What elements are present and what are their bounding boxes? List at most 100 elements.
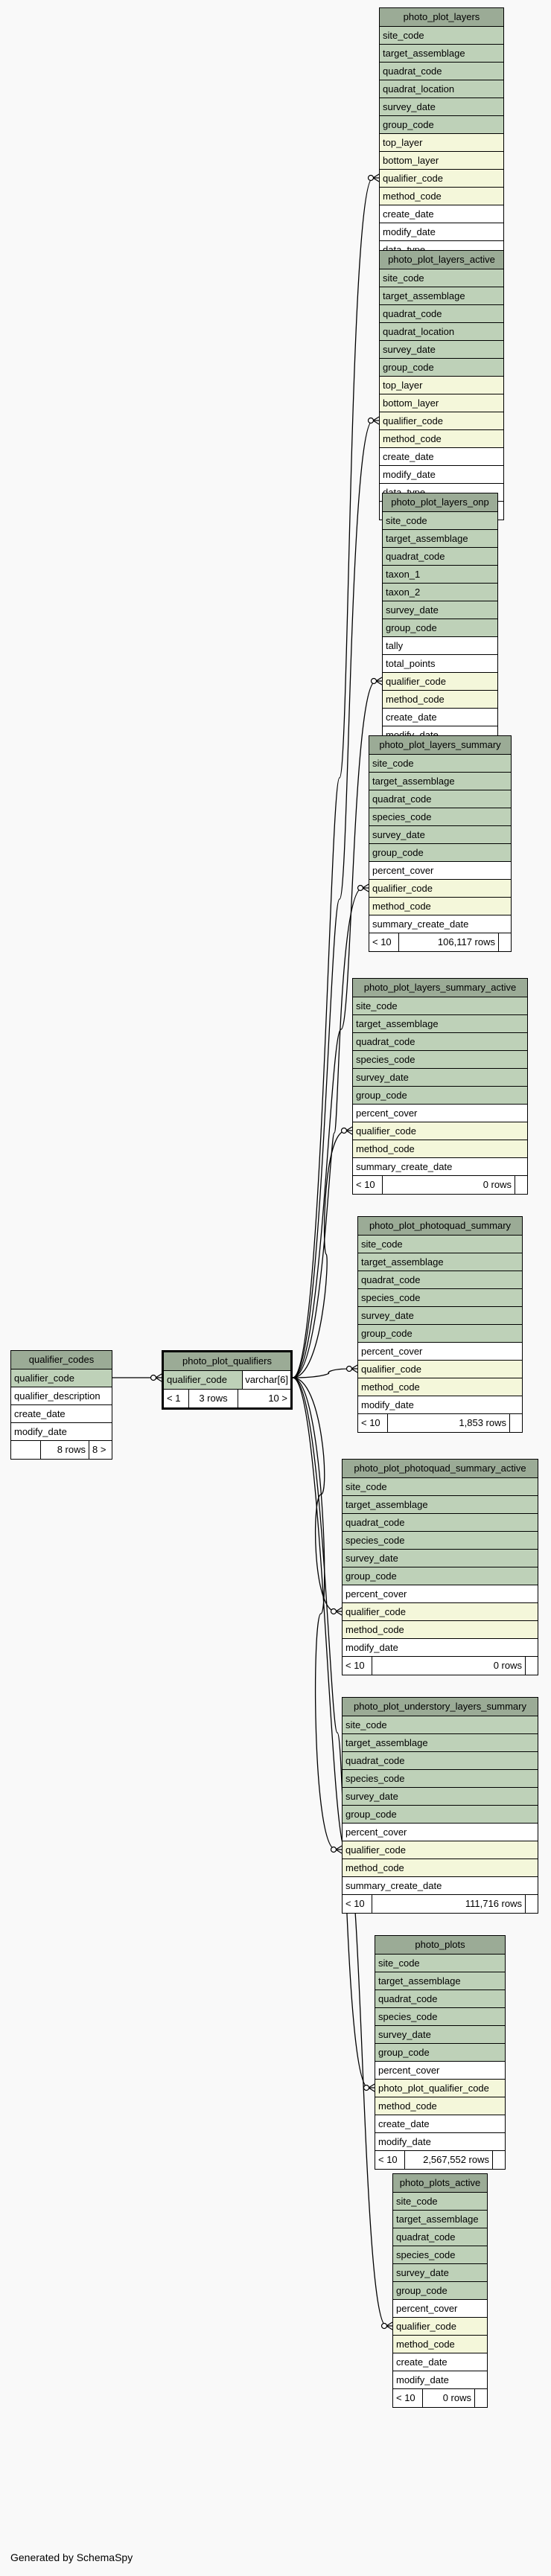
column-qualifier-code[interactable]: qualifier_code varchar[6] [164,1371,290,1390]
column-survey-date[interactable]: survey_date [369,826,511,844]
column-percent-cover[interactable]: percent_cover [353,1105,527,1122]
column-method-code[interactable]: method_code [380,430,503,448]
column-target-assemblage[interactable]: target_assemblage [383,530,497,548]
column-group-code[interactable]: group_code [358,1325,522,1343]
column-site-code[interactable]: site_code [343,1716,538,1734]
column-tally[interactable]: tally [383,637,497,655]
column-qualifier-description[interactable]: qualifier_description [11,1387,112,1405]
column-species-code[interactable]: species_code [375,2008,505,2026]
column-total-points[interactable]: total_points [383,655,497,673]
column-qualifier-code[interactable]: qualifier_code [380,170,503,188]
column-survey-date[interactable]: survey_date [358,1307,522,1325]
column-species-code[interactable]: species_code [353,1051,527,1069]
column-group-code[interactable]: group_code [369,844,511,862]
column-method-code[interactable]: method_code [383,691,497,709]
column-top-layer[interactable]: top_layer [380,134,503,152]
column-target-assemblage[interactable]: target_assemblage [353,1015,527,1033]
column-site-code[interactable]: site_code [380,27,503,45]
column-survey-date[interactable]: survey_date [393,2264,487,2282]
column-qualifier-code[interactable]: qualifier_code [358,1361,522,1378]
table-title[interactable]: photo_plot_layers_active [380,251,503,269]
column-summary-create-date[interactable]: summary_create_date [369,915,511,933]
column-method-code[interactable]: method_code [380,188,503,205]
table-title[interactable]: photo_plot_photoquad_summary [358,1217,522,1236]
column-method-code[interactable]: method_code [375,2097,505,2115]
column-group-code[interactable]: group_code [353,1087,527,1105]
column-create-date[interactable]: create_date [383,709,497,726]
column-percent-cover[interactable]: percent_cover [369,862,511,880]
column-survey-date[interactable]: survey_date [380,341,503,359]
column-quadrat-code[interactable]: quadrat_code [375,1990,505,2008]
column-species-code[interactable]: species_code [343,1532,538,1550]
column-qualifier-code[interactable]: qualifier_code [383,673,497,691]
column-group-code[interactable]: group_code [375,2044,505,2062]
column-quadrat-code[interactable]: quadrat_code [383,548,497,566]
column-group-code[interactable]: group_code [343,1806,538,1824]
column-percent-cover[interactable]: percent_cover [358,1343,522,1361]
column-target-assemblage[interactable]: target_assemblage [343,1496,538,1514]
column-quadrat-code[interactable]: quadrat_code [353,1033,527,1051]
table-title[interactable]: photo_plot_layers [380,8,503,27]
column-site-code[interactable]: site_code [353,997,527,1015]
column-site-code[interactable]: site_code [393,2193,487,2211]
column-quadrat-location[interactable]: quadrat_location [380,323,503,341]
column-site-code[interactable]: site_code [383,512,497,530]
column-target-assemblage[interactable]: target_assemblage [369,773,511,790]
column-method-code[interactable]: method_code [369,898,511,915]
column-qualifier-code[interactable]: qualifier_code [393,2318,487,2336]
column-group-code[interactable]: group_code [380,116,503,134]
table-title[interactable]: photo_plot_layers_summary [369,736,511,755]
table-title[interactable]: photo_plots_active [393,2174,487,2193]
column-group-code[interactable]: group_code [393,2282,487,2300]
column-method-code[interactable]: method_code [353,1140,527,1158]
column-quadrat-code[interactable]: quadrat_code [393,2228,487,2246]
column-qualifier-code[interactable]: qualifier_code [343,1603,538,1621]
column-target-assemblage[interactable]: target_assemblage [380,287,503,305]
column-site-code[interactable]: site_code [343,1478,538,1496]
table-title[interactable]: photo_plot_layers_onp [383,493,497,512]
table-photo-plot-qualifiers[interactable]: photo_plot_qualifiers qualifier_code var… [162,1350,293,1410]
column-summary-create-date[interactable]: summary_create_date [343,1877,538,1895]
column-site-code[interactable]: site_code [358,1236,522,1253]
column-create-date[interactable]: create_date [11,1405,112,1423]
column-target-assemblage[interactable]: target_assemblage [375,1972,505,1990]
column-top-layer[interactable]: top_layer [380,377,503,394]
column-species-code[interactable]: species_code [369,808,511,826]
table-title[interactable]: qualifier_codes [11,1351,112,1370]
column-target-assemblage[interactable]: target_assemblage [358,1253,522,1271]
column-modify-date[interactable]: modify_date [11,1423,112,1441]
column-modify-date[interactable]: modify_date [343,1639,538,1657]
column-survey-date[interactable]: survey_date [375,2026,505,2044]
column-survey-date[interactable]: survey_date [380,98,503,116]
column-create-date[interactable]: create_date [393,2353,487,2371]
column-survey-date[interactable]: survey_date [383,601,497,619]
table-title[interactable]: photo_plots [375,1936,505,1955]
column-taxon-1[interactable]: taxon_1 [383,566,497,584]
column-survey-date[interactable]: survey_date [353,1069,527,1087]
column-species-code[interactable]: species_code [393,2246,487,2264]
column-method-code[interactable]: method_code [358,1378,522,1396]
column-group-code[interactable]: group_code [383,619,497,637]
column-modify-date[interactable]: modify_date [393,2371,487,2389]
column-modify-date[interactable]: modify_date [375,2133,505,2151]
column-bottom-layer[interactable]: bottom_layer [380,394,503,412]
table-title[interactable]: photo_plot_qualifiers [164,1352,290,1371]
column-modify-date[interactable]: modify_date [380,466,503,484]
column-percent-cover[interactable]: percent_cover [393,2300,487,2318]
column-photo-plot-qualifier-code[interactable]: photo_plot_qualifier_code [375,2080,505,2097]
column-method-code[interactable]: method_code [343,1859,538,1877]
column-quadrat-code[interactable]: quadrat_code [358,1271,522,1289]
column-percent-cover[interactable]: percent_cover [343,1824,538,1841]
generated-by-footer[interactable]: Generated by SchemaSpy [10,2551,133,2563]
column-species-code[interactable]: species_code [358,1289,522,1307]
column-quadrat-code[interactable]: quadrat_code [380,305,503,323]
column-quadrat-location[interactable]: quadrat_location [380,80,503,98]
